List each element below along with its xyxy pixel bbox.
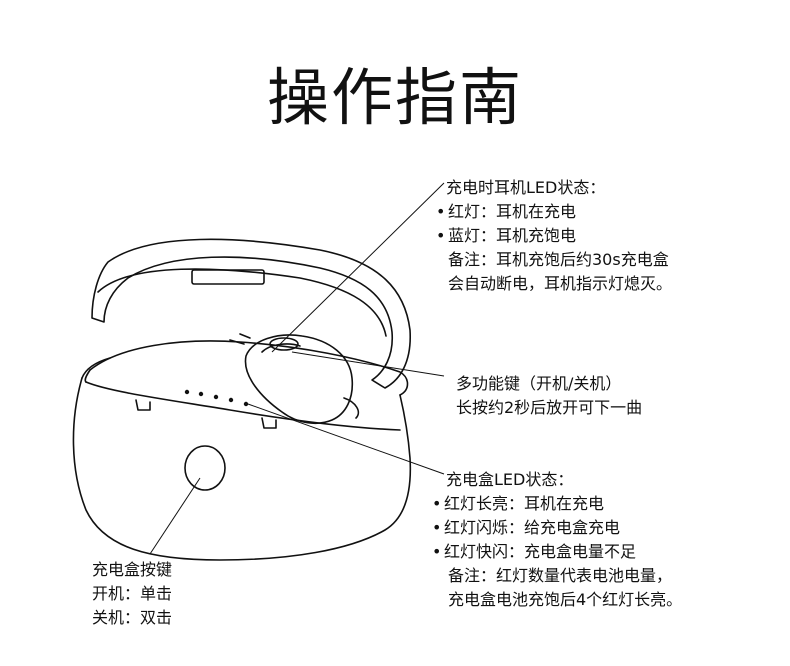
- earphone-led-status: 充电时耳机LED状态： 红灯：耳机在充电 蓝灯：耳机充饱电 备注：耳机充饱后约3…: [446, 176, 672, 296]
- case-led-note: 充电盒电池充饱后4个红灯长亮。: [448, 590, 683, 609]
- earphone-led-item: 红灯：耳机在充电: [436, 200, 672, 224]
- earphone-led-note: 会自动断电，耳机指示灯熄灭。: [448, 274, 673, 293]
- multi-key-line2: 长按约2秒后放开可下一曲: [456, 398, 643, 417]
- case-led-status: 充电盒LED状态： 红灯长亮：耳机在充电 红灯闪烁：给充电盒充电 红灯快闪：充电…: [444, 468, 683, 612]
- case-led-note: 备注：红灯数量代表电池电量，: [448, 566, 673, 585]
- earphone-led-heading: 充电时耳机LED状态：: [446, 178, 606, 197]
- case-led-item: 红灯闪烁：给充电盒充电: [432, 516, 682, 540]
- multi-key-line1: 多功能键（开机/关机）: [456, 374, 622, 393]
- case-button-off: 关机：双击: [92, 608, 173, 627]
- lid-latch: [191, 269, 265, 285]
- case-button-heading: 充电盒按键: [92, 560, 173, 579]
- earphone-led-note: 备注：耳机充饱后约30s充电盒: [448, 250, 669, 269]
- page-title: 操作指南: [266, 61, 523, 134]
- multi-function-key: 多功能键（开机/关机） 长按约2秒后放开可下一曲: [456, 372, 642, 420]
- case-button-guide: 充电盒按键 开机：单击 关机：双击: [92, 558, 172, 630]
- case-lid: [91, 238, 411, 389]
- case-button: [184, 445, 226, 491]
- case-led-item: 红灯快闪：充电盒电量不足: [432, 540, 682, 564]
- case-led-heading: 充电盒LED状态：: [446, 470, 574, 489]
- earphone: [244, 334, 354, 425]
- earphone-led-item: 蓝灯：耳机充饱电: [436, 224, 672, 248]
- leader-lines: [149, 182, 445, 555]
- earphone-button: [269, 337, 299, 351]
- case-body: [72, 377, 412, 561]
- case-button-on: 开机：单击: [92, 584, 173, 603]
- case-led-item: 红灯长亮：耳机在充电: [432, 492, 682, 516]
- case-led-dots: [184, 389, 249, 407]
